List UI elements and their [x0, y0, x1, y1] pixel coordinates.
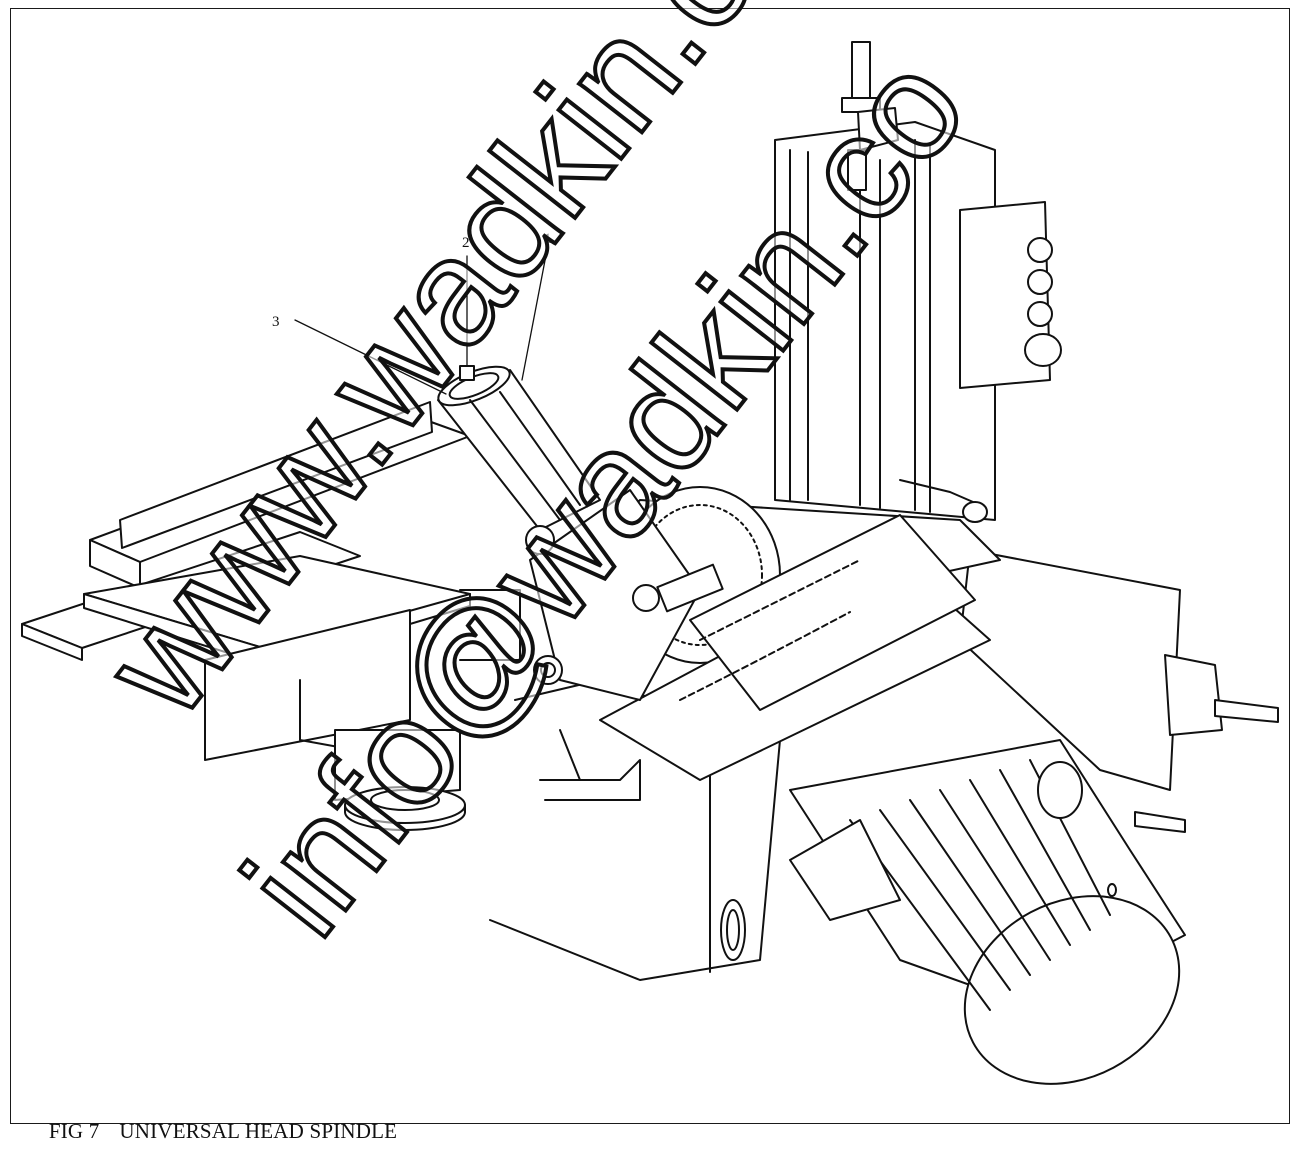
- machine-line-drawing: [21, 41, 1279, 1085]
- figure-border: [10, 8, 1290, 1124]
- work-table: [21, 401, 641, 831]
- drive-motor: [789, 739, 1186, 1085]
- callout-3: 3: [272, 314, 280, 330]
- spindle-assembly: [437, 365, 601, 555]
- universal-head: [529, 486, 1001, 781]
- figure-number: FIG 7: [48, 1119, 100, 1143]
- figure-title: UNIVERSAL HEAD SPINDLE: [119, 1119, 398, 1143]
- vertical-column: [774, 41, 1062, 523]
- callout-1: 1: [544, 231, 552, 247]
- callout-leaders: [294, 249, 548, 395]
- figure-caption: FIG 7 UNIVERSAL HEAD SPINDLE: [27, 1094, 397, 1169]
- figure-page: 1 2 3 www.wadkin.co info@wadkin.co FIG 7…: [10, 0, 1290, 1143]
- callout-2: 2: [462, 235, 470, 251]
